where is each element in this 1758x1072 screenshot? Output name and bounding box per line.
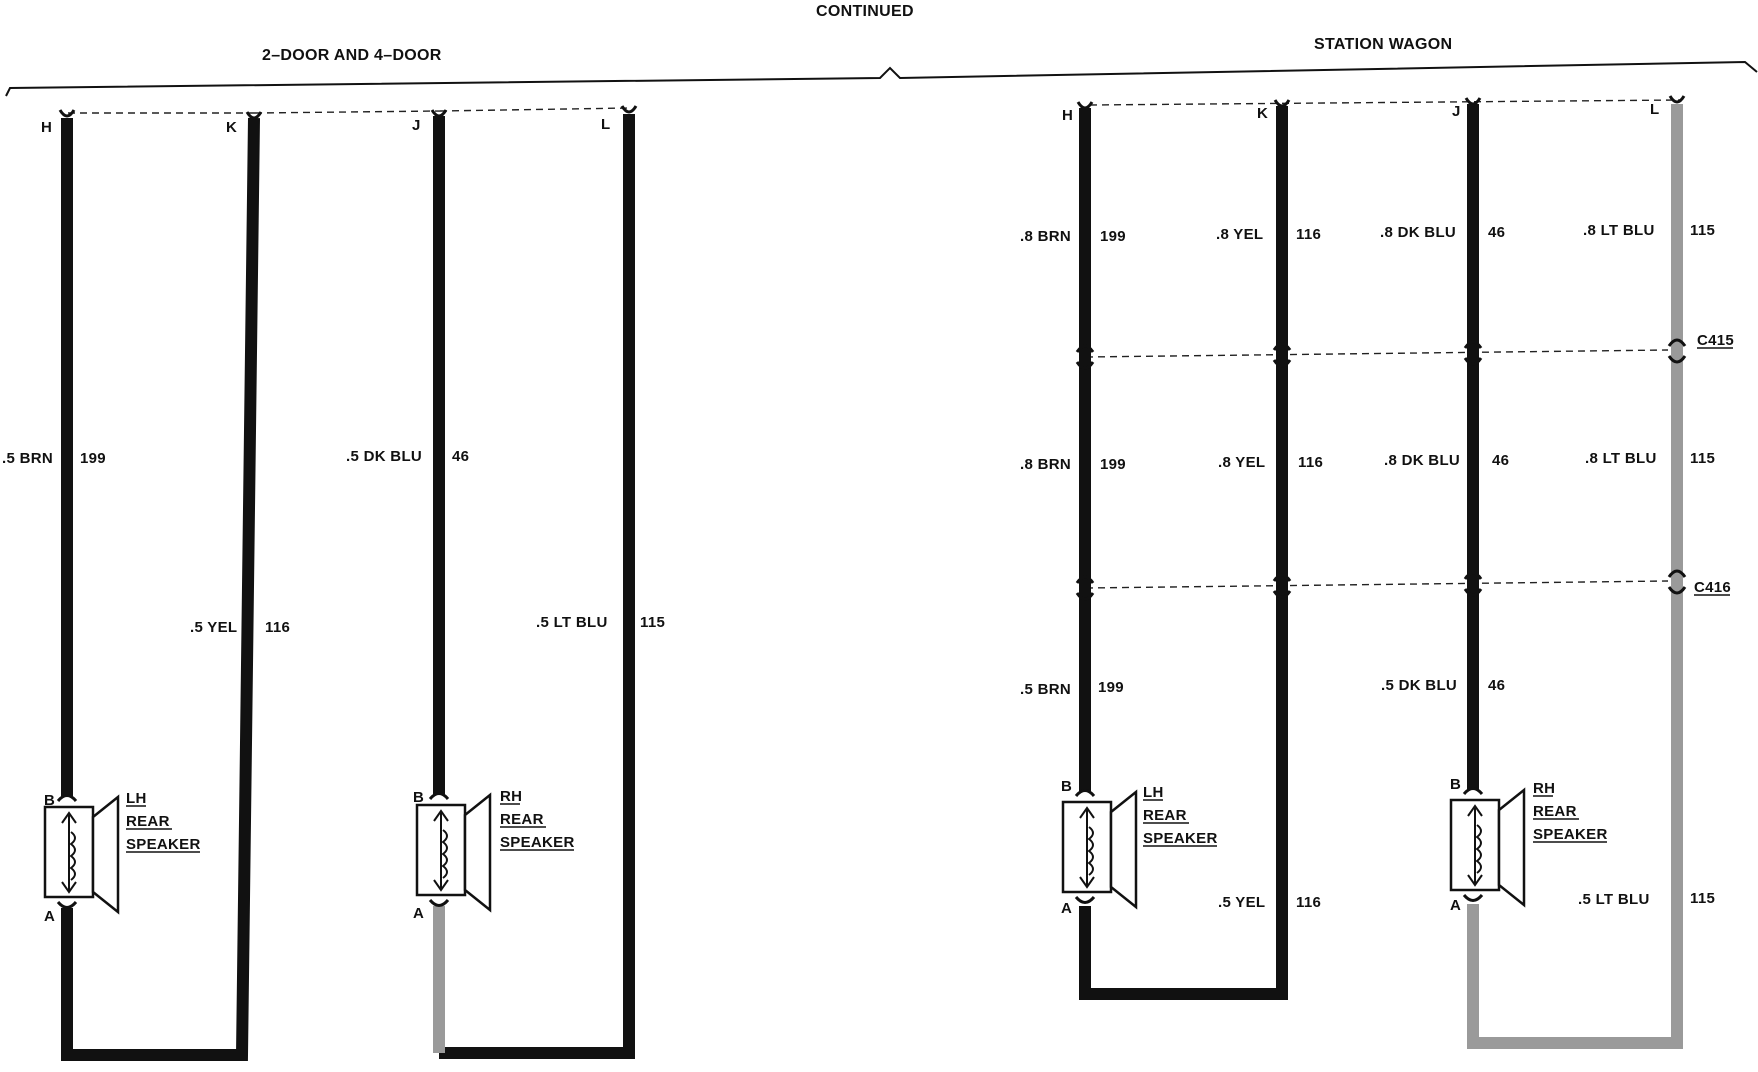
- rh-pin-b: B: [413, 789, 424, 806]
- wagon-middle-yel-circuit: 116: [1298, 454, 1323, 471]
- wagon-pin-h-bracket: [1076, 101, 1094, 110]
- rh-speaker-line1: RH: [500, 788, 522, 805]
- continued-label: CONTINUED: [816, 3, 914, 20]
- label-yel-circuit: 116: [265, 619, 290, 636]
- wagon-circuit: H K J L C415 C416 .8 BRN 199 .: [1020, 95, 1734, 1049]
- c415-label: C415: [1697, 332, 1734, 349]
- sedan-connector-dash: [68, 107, 631, 114]
- wagon-lh-pin-b: B: [1061, 778, 1072, 795]
- sedan-circuit: H K J L .5 BRN 199 .5 YEL 116 .5 DK BLU …: [2, 105, 665, 1061]
- wagon-lower-ltblu-circuit: 115: [1690, 890, 1715, 907]
- wagon-top-dash: [1089, 99, 1681, 106]
- pin-h-bracket: [58, 109, 76, 118]
- wagon-upper-brn-circuit: 199: [1100, 228, 1126, 245]
- lh-speaker-line3: SPEAKER: [126, 836, 201, 853]
- wagon-middle-brn-circuit: 199: [1100, 456, 1126, 473]
- wagon-lower-brn-gauge: .5 BRN: [1020, 681, 1071, 698]
- wagon-wire-116: [1079, 106, 1288, 1000]
- label-brn-circuit: 199: [80, 450, 106, 467]
- pin-h-label: H: [41, 119, 52, 136]
- wagon-c416-dash: [1085, 580, 1669, 589]
- lh-speaker-line2: REAR: [126, 813, 170, 830]
- wagon-rh-rear-speaker: B A RH REAR SPEAKER: [1449, 776, 1608, 914]
- section-brace: [5, 60, 1758, 97]
- wagon-rh-speaker-line3: SPEAKER: [1533, 826, 1608, 843]
- wagon-lh-rear-speaker: B A LH REAR SPEAKER: [1061, 778, 1218, 917]
- wagon-rh-speaker-line1: RH: [1533, 780, 1555, 797]
- lh-pin-b: B: [44, 792, 55, 809]
- connector-c415: C415: [1075, 332, 1734, 370]
- wagon-pin-l-bracket: [1668, 95, 1686, 104]
- rh-speaker-line2: REAR: [500, 811, 544, 828]
- wagon-middle-ltblu-circuit: 115: [1690, 450, 1715, 467]
- lh-pin-a: A: [44, 908, 55, 925]
- wagon-lower-ltblu-gauge: .5 LT BLU: [1578, 891, 1650, 908]
- pin-j-label: J: [412, 117, 421, 134]
- wire-116-yel: [61, 117, 260, 1061]
- rh-speaker-line3: SPEAKER: [500, 834, 575, 851]
- wagon-middle-ltblu-gauge: .8 LT BLU: [1585, 450, 1657, 467]
- wagon-upper-ltblu-gauge: .8 LT BLU: [1583, 222, 1655, 239]
- wagon-lh-speaker-line2: REAR: [1143, 807, 1187, 824]
- connector-c416: C416: [1075, 569, 1731, 601]
- lh-speaker-line1: LH: [126, 790, 147, 807]
- wagon-lower-brn-circuit: 199: [1098, 679, 1124, 696]
- wagon-c415-dash: [1085, 349, 1669, 358]
- wagon-lh-speaker-line1: LH: [1143, 784, 1164, 801]
- wagon-lh-speaker-line3: SPEAKER: [1143, 830, 1218, 847]
- wagon-pin-h-label: H: [1062, 107, 1073, 124]
- c416-label: C416: [1694, 579, 1731, 596]
- wagon-lower-dkblu-circuit: 46: [1488, 677, 1505, 694]
- wagon-wire-115: [1467, 104, 1683, 1049]
- wagon-middle-dkblu-circuit: 46: [1492, 452, 1509, 469]
- sedan-rh-rear-speaker: B A RH REAR SPEAKER: [413, 788, 575, 922]
- pin-k-label: K: [226, 119, 237, 136]
- wagon-middle-dkblu-gauge: .8 DK BLU: [1384, 452, 1460, 469]
- wagon-rh-pin-a: A: [1450, 897, 1461, 914]
- wagon-upper-brn-gauge: .8 BRN: [1020, 228, 1071, 245]
- sedan-lh-rear-speaker: B A LH REAR SPEAKER: [43, 790, 201, 925]
- pin-l-bracket: [620, 105, 638, 114]
- wagon-lh-pin-a: A: [1061, 900, 1072, 917]
- label-dkblu-gauge: .5 DK BLU: [346, 448, 422, 465]
- wagon-pin-k-label: K: [1257, 105, 1268, 122]
- label-brn-gauge: .5 BRN: [2, 450, 53, 467]
- wagon-upper-dkblu-circuit: 46: [1488, 224, 1505, 241]
- wagon-upper-dkblu-gauge: .8 DK BLU: [1380, 224, 1456, 241]
- wagon-upper-ltblu-circuit: 115: [1690, 222, 1715, 239]
- wire-115-ltblu: [439, 114, 635, 1059]
- rh-pin-a: A: [413, 905, 424, 922]
- sedan-section-title: 2–DOOR AND 4–DOOR: [262, 47, 442, 64]
- wagon-pin-j-label: J: [1452, 103, 1461, 120]
- wagon-pin-l-label: L: [1650, 101, 1659, 118]
- wagon-pin-j-bracket: [1464, 97, 1482, 106]
- label-yel-gauge: .5 YEL: [190, 619, 237, 636]
- wagon-middle-brn-gauge: .8 BRN: [1020, 456, 1071, 473]
- wagon-lower-yel-circuit: 116: [1296, 894, 1321, 911]
- wagon-upper-yel-circuit: 116: [1296, 226, 1321, 243]
- wagon-rh-speaker-line2: REAR: [1533, 803, 1577, 820]
- label-ltblu-circuit: 115: [640, 614, 665, 631]
- wagon-upper-yel-gauge: .8 YEL: [1216, 226, 1263, 243]
- wagon-rh-pin-b: B: [1450, 776, 1461, 793]
- wagon-lower-yel-gauge: .5 YEL: [1218, 894, 1265, 911]
- label-dkblu-circuit: 46: [452, 448, 469, 465]
- wagon-section-title: STATION WAGON: [1314, 36, 1452, 53]
- wagon-middle-yel-gauge: .8 YEL: [1218, 454, 1265, 471]
- label-ltblu-gauge: .5 LT BLU: [536, 614, 608, 631]
- wagon-lower-dkblu-gauge: .5 DK BLU: [1381, 677, 1457, 694]
- pin-l-label: L: [601, 116, 610, 133]
